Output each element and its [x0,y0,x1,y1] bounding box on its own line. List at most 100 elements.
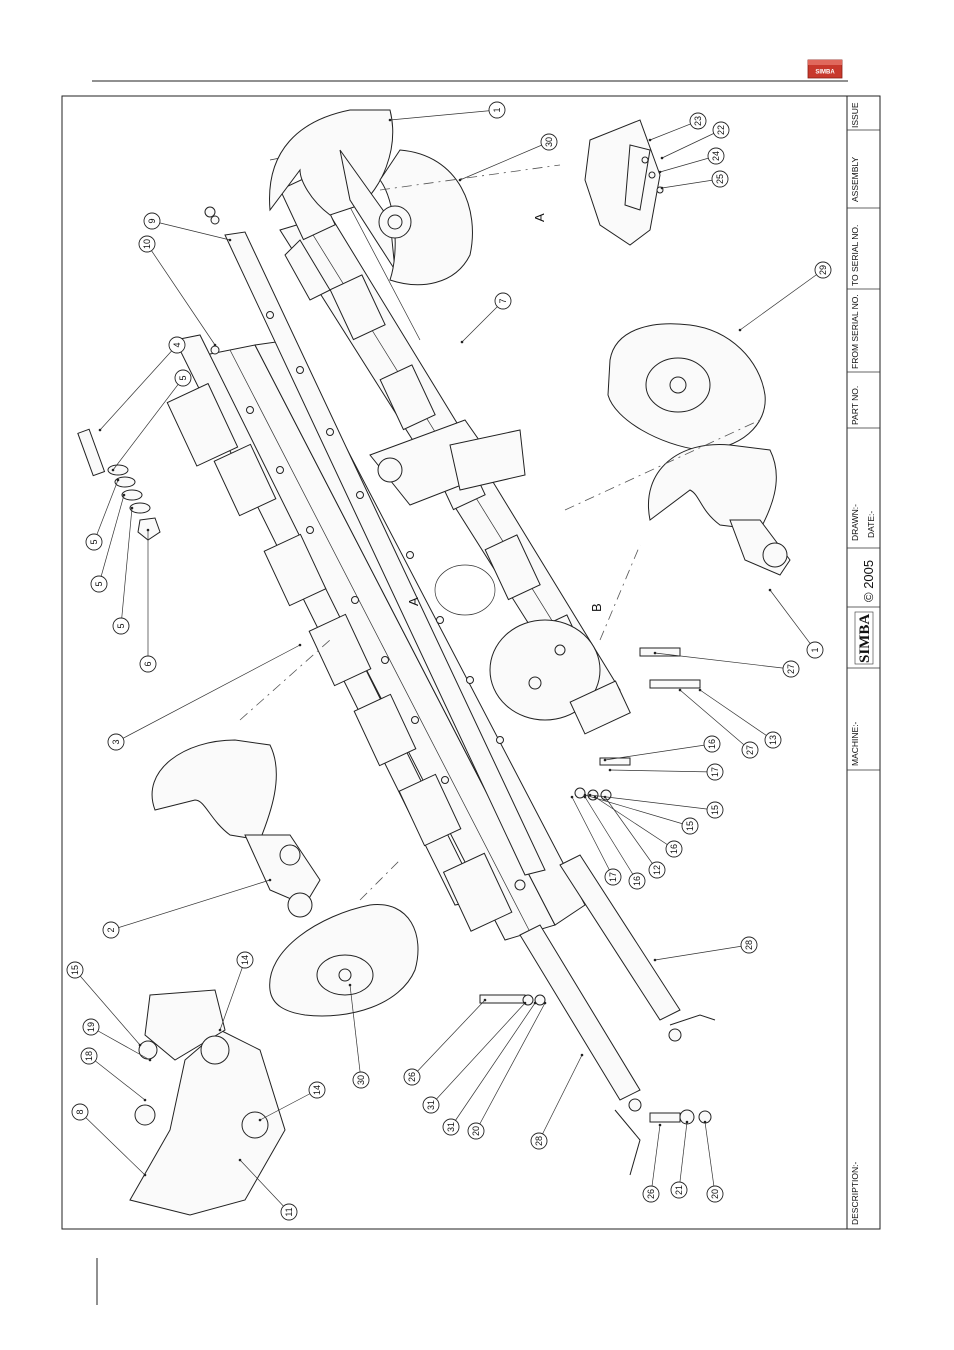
callout-leader-tip [219,1029,222,1032]
title-block-logo: SIMBA [855,612,873,664]
callout-number: 5 [178,375,188,380]
callout-leader [539,1055,582,1141]
callout-number: 12 [652,865,662,875]
callout-leader [660,156,716,172]
callout-leader [610,770,715,772]
callout-leader [89,1056,145,1100]
callout-leader [679,1122,687,1190]
callout-15: 15 [584,794,698,834]
callout-leader-tip [654,652,657,655]
callout-leader [431,1003,525,1105]
view-label-a-top: A [532,213,547,222]
callout-number: 2 [106,927,116,932]
from-serial-label: FROM SERIAL NO. [850,294,860,369]
callout-17: 17 [609,764,723,780]
drawing-frame [62,96,880,1229]
callout-number: 16 [632,876,642,886]
callout-leader-tip [149,1059,152,1062]
callout-leader-tip [534,1002,537,1005]
callout-number: 1 [810,647,820,652]
callout-4: 4 [99,337,185,431]
callout-leader [99,495,124,584]
callout-leader [100,345,177,430]
callout-number: 26 [646,1189,656,1199]
callout-leader [740,270,823,330]
callout-leader-tip [389,119,392,122]
callout-21: 21 [671,1121,688,1198]
callout-leader [451,1003,535,1127]
callout-leader [651,1125,660,1194]
callout-number: 6 [143,661,153,666]
callout-16: 16 [604,736,720,761]
callout-leader-tip [349,984,352,987]
callout-leader [111,880,270,930]
right-disc-29 [608,324,765,450]
callout-27: 27 [654,652,799,677]
callout-number: 20 [471,1126,481,1136]
callout-14: 14 [219,952,253,1031]
callout-1: 1 [769,589,823,658]
callout-leader-tip [686,1121,689,1124]
callout-leader-tip [99,429,102,432]
callout-leader-tip [739,329,742,332]
view-label-b: B [589,603,604,612]
brand-logo-text: SIMBA [815,70,835,76]
callout-18: 18 [81,1048,146,1101]
callout-leader-tip [299,644,302,647]
callout-leader-tip [459,179,462,182]
callout-31: 31 [443,1002,536,1135]
callout-number: 28 [744,940,754,950]
callout-leader [655,945,749,960]
callout-leader [705,1122,715,1194]
callout-number: 1 [492,107,502,112]
callout-leader [94,480,118,542]
callout-leader [147,244,215,345]
callout-3: 3 [108,644,301,750]
callout-leader [121,508,132,626]
callout-number: 30 [544,137,554,147]
callout-30: 30 [459,134,557,181]
callout-leader-tip [581,1054,584,1057]
callout-leader-tip [112,469,115,472]
callout-leader [585,795,690,826]
callout-leader-tip [139,1044,142,1047]
callout-number: 26 [407,1072,417,1082]
callout-number: 7 [498,298,508,303]
callout-leader-tip [604,796,607,799]
callout-number: 30 [356,1075,366,1085]
callout-31: 31 [423,1002,526,1113]
callout-28: 28 [654,937,757,961]
callout-number: 21 [674,1185,684,1195]
callout-leader [220,960,245,1030]
hitch-bracket [130,990,285,1215]
callout-number: 3 [111,739,121,744]
brand-logo: SIMBA [808,60,842,78]
callout-leader [700,690,773,740]
callout-leader [412,1000,485,1077]
callout-leader-tip [524,1002,527,1005]
callout-number: 15 [70,965,80,975]
callout-1: 1 [389,102,505,121]
callout-24: 24 [659,148,724,173]
callout-leader-tip [144,1099,147,1102]
callout-leader [152,221,230,240]
callout-20: 20 [704,1121,723,1202]
callout-number: 20 [710,1189,720,1199]
callout-leader-tip [679,689,682,692]
callout-number: 16 [669,844,679,854]
callout-leader-tip [117,479,120,482]
callout-15: 15 [67,962,141,1046]
callout-leader-tip [214,344,217,347]
part-no-label: PART NO. [850,386,860,425]
callout-leader [390,110,497,120]
to-serial-label: TO SERIAL NO. [850,225,860,286]
callout-number: 27 [786,664,796,674]
callout-leader [655,653,791,669]
callout-28: 28 [531,1054,583,1149]
callout-number: 28 [534,1136,544,1146]
callout-number: 9 [147,218,157,223]
callout-leader [462,301,503,342]
callout-leader-tip [144,1174,147,1177]
callout-number: 25 [715,174,725,184]
